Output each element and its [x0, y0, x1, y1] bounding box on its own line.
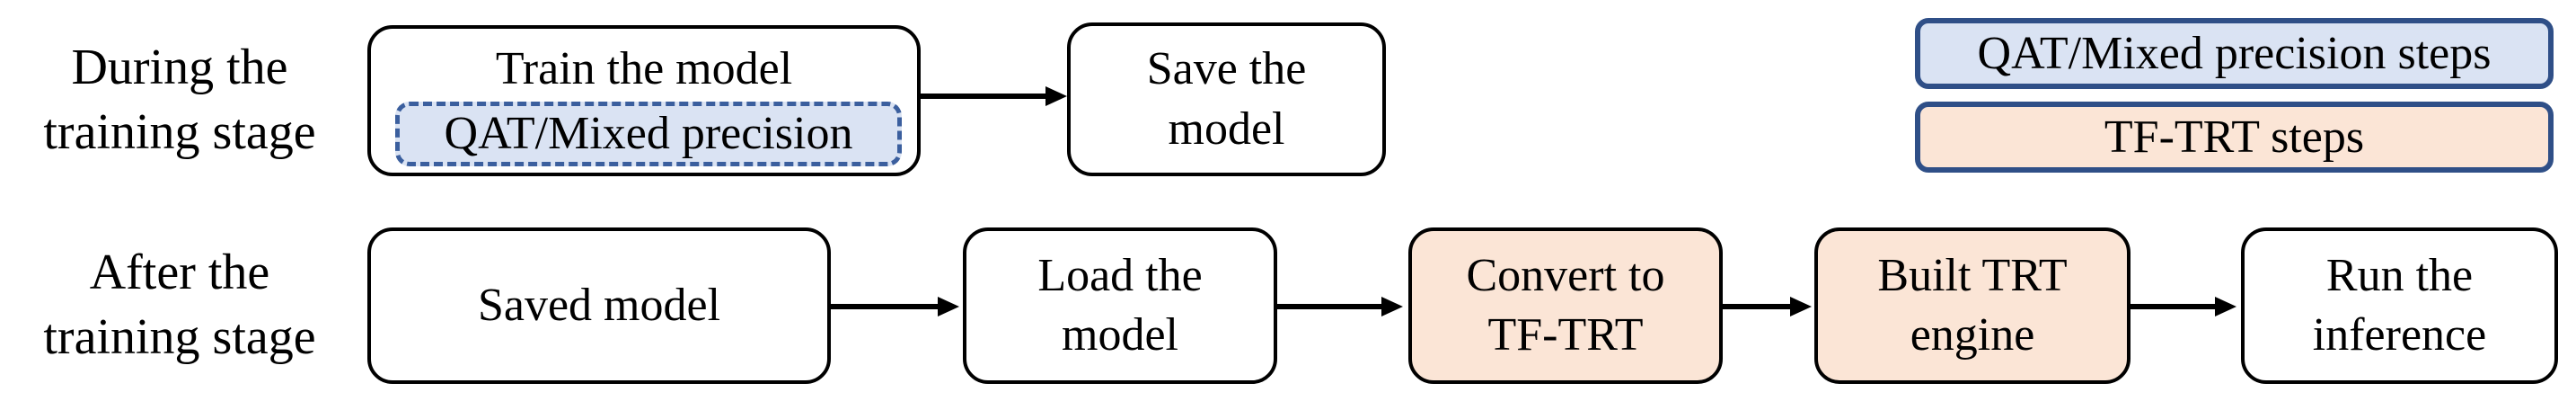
arrow-head-icon: [1790, 297, 1812, 316]
arrow-head-icon: [938, 297, 959, 316]
stage2-label-line1: After the: [89, 245, 270, 301]
load-model-line1: Load the: [1037, 249, 1203, 301]
arrow-line: [921, 94, 1049, 99]
load-model-box: Load the model: [963, 227, 1277, 384]
built-trt-engine-box: Built TRT engine: [1814, 227, 2130, 384]
stage2-label-line2: training stage: [43, 309, 316, 365]
run-inference-line2: inference: [2312, 309, 2487, 361]
stage2-label: After the training stage: [0, 227, 359, 384]
convert-to-tftrt-line2: TF-TRT: [1487, 309, 1644, 361]
arrow-convert-to-built: [1723, 297, 1812, 316]
arrow-head-icon: [2215, 297, 2236, 316]
legend-tftrt-label: TF-TRT steps: [2104, 111, 2365, 163]
arrow-train-to-save: [921, 86, 1067, 106]
train-model-box: Train the model QAT/Mixed precision: [367, 25, 921, 176]
built-trt-engine-line1: Built TRT: [1877, 249, 2068, 301]
train-model-title: Train the model: [495, 43, 793, 94]
legend: QAT/Mixed precision steps TF-TRT steps: [1915, 18, 2554, 173]
stage1-label-line1: During the: [71, 40, 288, 96]
run-inference-line1: Run the: [2325, 249, 2474, 301]
legend-qat-item: QAT/Mixed precision steps: [1915, 18, 2554, 89]
saved-model-box: Saved model: [367, 227, 831, 384]
save-model-line2: model: [1168, 102, 1285, 155]
stage1-label: During the training stage: [0, 25, 359, 176]
stage1-label-line2: training stage: [43, 104, 316, 160]
load-model-line2: model: [1062, 309, 1178, 361]
legend-qat-label: QAT/Mixed precision steps: [1977, 28, 2492, 79]
convert-to-tftrt-box: Convert to TF-TRT: [1408, 227, 1723, 384]
arrow-head-icon: [1045, 86, 1067, 106]
save-model-box: Save the model: [1067, 22, 1386, 176]
arrow-head-icon: [1381, 297, 1403, 316]
saved-model-label: Saved model: [477, 279, 721, 331]
arrow-line: [1723, 304, 1794, 309]
save-model-line1: Save the: [1146, 43, 1307, 95]
legend-tftrt-item: TF-TRT steps: [1915, 102, 2554, 173]
arrow-built-to-run: [2130, 297, 2236, 316]
arrow-load-to-convert: [1277, 297, 1403, 316]
qat-mixed-precision-chip: QAT/Mixed precision: [395, 102, 902, 166]
arrow-line: [1277, 304, 1385, 309]
qat-mixed-precision-chip-label: QAT/Mixed precision: [444, 107, 853, 159]
convert-to-tftrt-line1: Convert to: [1466, 249, 1665, 301]
arrow-saved-to-load: [831, 297, 959, 316]
run-inference-box: Run the inference: [2241, 227, 2558, 384]
arrow-line: [2130, 304, 2219, 309]
built-trt-engine-line2: engine: [1910, 309, 2035, 361]
arrow-line: [831, 304, 941, 309]
